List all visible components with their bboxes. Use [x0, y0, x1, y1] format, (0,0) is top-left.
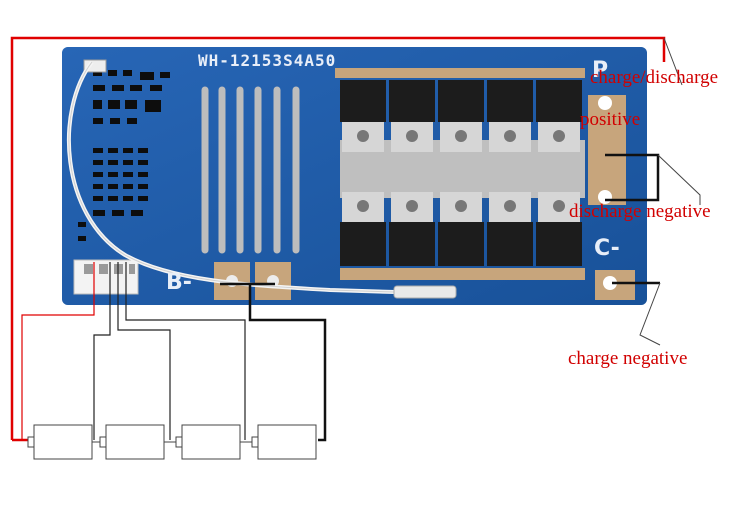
c-minus-solder-hole	[603, 276, 617, 290]
positive-wire	[10, 36, 666, 440]
p-pointer-line	[663, 37, 683, 86]
copper-strip-bottom	[340, 268, 585, 280]
p-solder-hole	[598, 96, 612, 110]
battery-cell	[99, 424, 165, 460]
mosfet-row-top	[340, 80, 582, 152]
discharge-negative-wire	[605, 153, 660, 202]
board-model-code: WH-12153S4A50	[198, 51, 337, 70]
battery-cells	[27, 424, 317, 460]
battery-cell	[27, 424, 93, 460]
battery-negative-wire	[220, 282, 327, 442]
discharge-pointer-line	[657, 154, 701, 205]
ntc-thermistor-probe	[393, 285, 457, 299]
ntc-wire-outline	[68, 61, 396, 293]
shunt-resistors	[201, 86, 300, 254]
terminal-b-minus-label: B-	[166, 270, 192, 295]
charge-pointer-line	[639, 282, 661, 346]
balance-wire-red	[21, 262, 95, 440]
battery-cell	[175, 424, 241, 460]
balance-wire-3	[125, 262, 246, 440]
mosfet-array	[340, 80, 582, 266]
mosfet-row-bottom	[340, 192, 582, 266]
copper-strip-top	[335, 68, 585, 78]
terminal-c-minus-label: C-	[594, 236, 620, 261]
pcb-board	[62, 47, 647, 305]
balance-wire-1	[93, 262, 111, 440]
pad-p	[588, 95, 626, 205]
label-discharge-negative: discharge negative	[569, 201, 711, 222]
label-positive: positive	[580, 109, 641, 130]
terminal-p-label: P	[592, 58, 609, 83]
battery-cell	[251, 424, 317, 460]
label-charge-discharge: charge/discharge	[590, 67, 719, 88]
control-circuit-area	[78, 70, 170, 241]
label-charge-negative: charge negative	[568, 348, 688, 369]
balance-wire-2	[117, 262, 171, 440]
